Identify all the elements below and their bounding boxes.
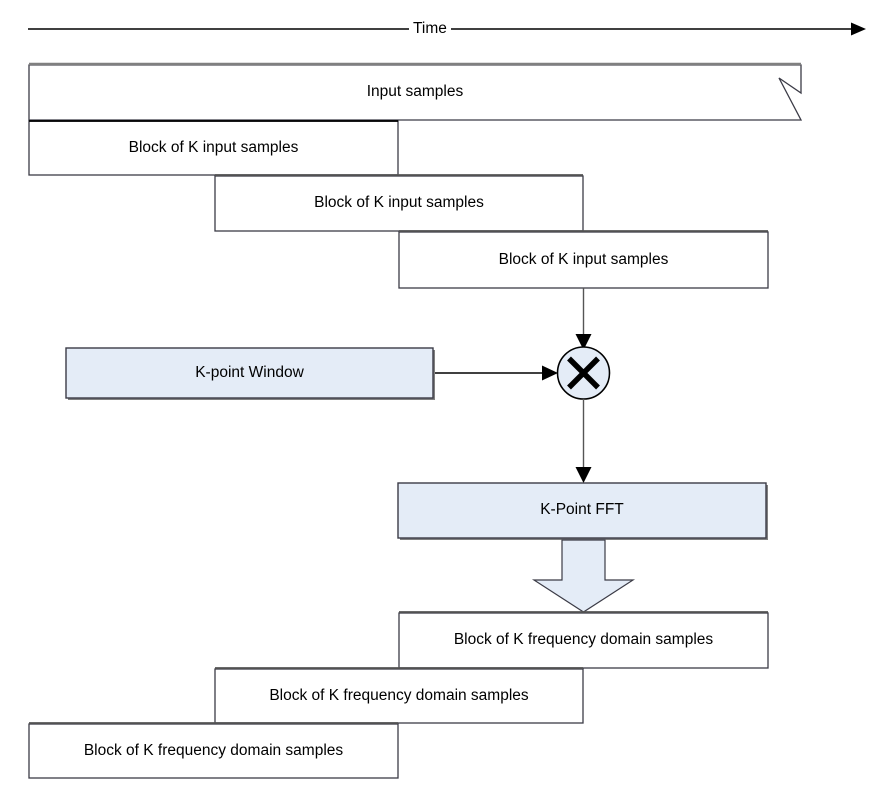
input-block-2-shape [214,174,584,232]
input-block-1-shape [28,120,399,176]
output-block-3-shape [28,722,399,779]
output-block-1-shape [398,611,769,669]
output-block-2-shape [214,667,584,724]
time-axis-label: Time [409,20,451,38]
k-point-window-shape [65,347,435,400]
block-arrow-fft-to-output [531,539,636,613]
connector-multiplier-to-fft [575,399,592,483]
input-block-3-shape [398,230,769,289]
input-samples-banner [28,62,803,121]
multiply-operator-node [556,346,611,400]
connector-block3-to-multiplier [575,288,592,350]
connector-window-to-multiplier [435,365,558,381]
k-point-fft-shape [397,482,768,540]
